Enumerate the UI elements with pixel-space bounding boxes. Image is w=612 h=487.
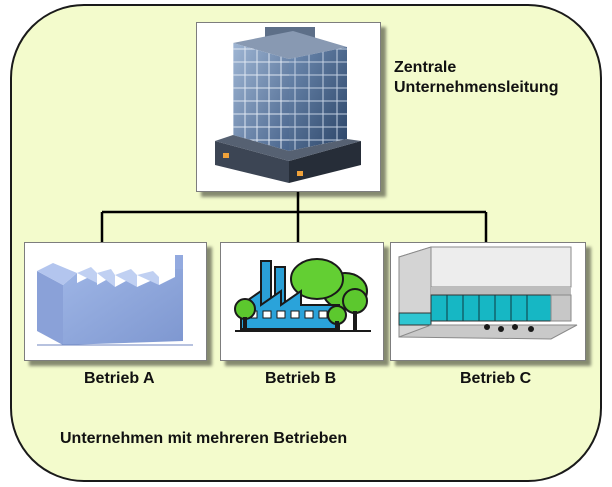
sawtooth-factory-icon: [37, 255, 193, 346]
headquarters-label-line2: Unternehmensleitung: [394, 79, 559, 96]
plant-a-node: [24, 242, 207, 361]
plant-b-label: Betrieb B: [265, 370, 337, 387]
plant-b-node: [220, 242, 384, 361]
warehouse-building-icon: [398, 246, 578, 340]
office-tower-icon: [215, 27, 361, 183]
plant-c-node: [390, 242, 586, 361]
plant-c-label: Betrieb C: [460, 370, 532, 387]
headquarters-label-line1: Zentrale: [394, 59, 457, 76]
plant-a-label: Betrieb A: [84, 370, 155, 387]
diagram-caption: Unternehmen mit mehreren Betrieben: [60, 430, 348, 447]
green-factory-with-trees-icon: [234, 258, 371, 332]
headquarters-node: [196, 22, 381, 192]
headquarters-label: Zentrale Unternehmensleitung: [394, 58, 558, 98]
